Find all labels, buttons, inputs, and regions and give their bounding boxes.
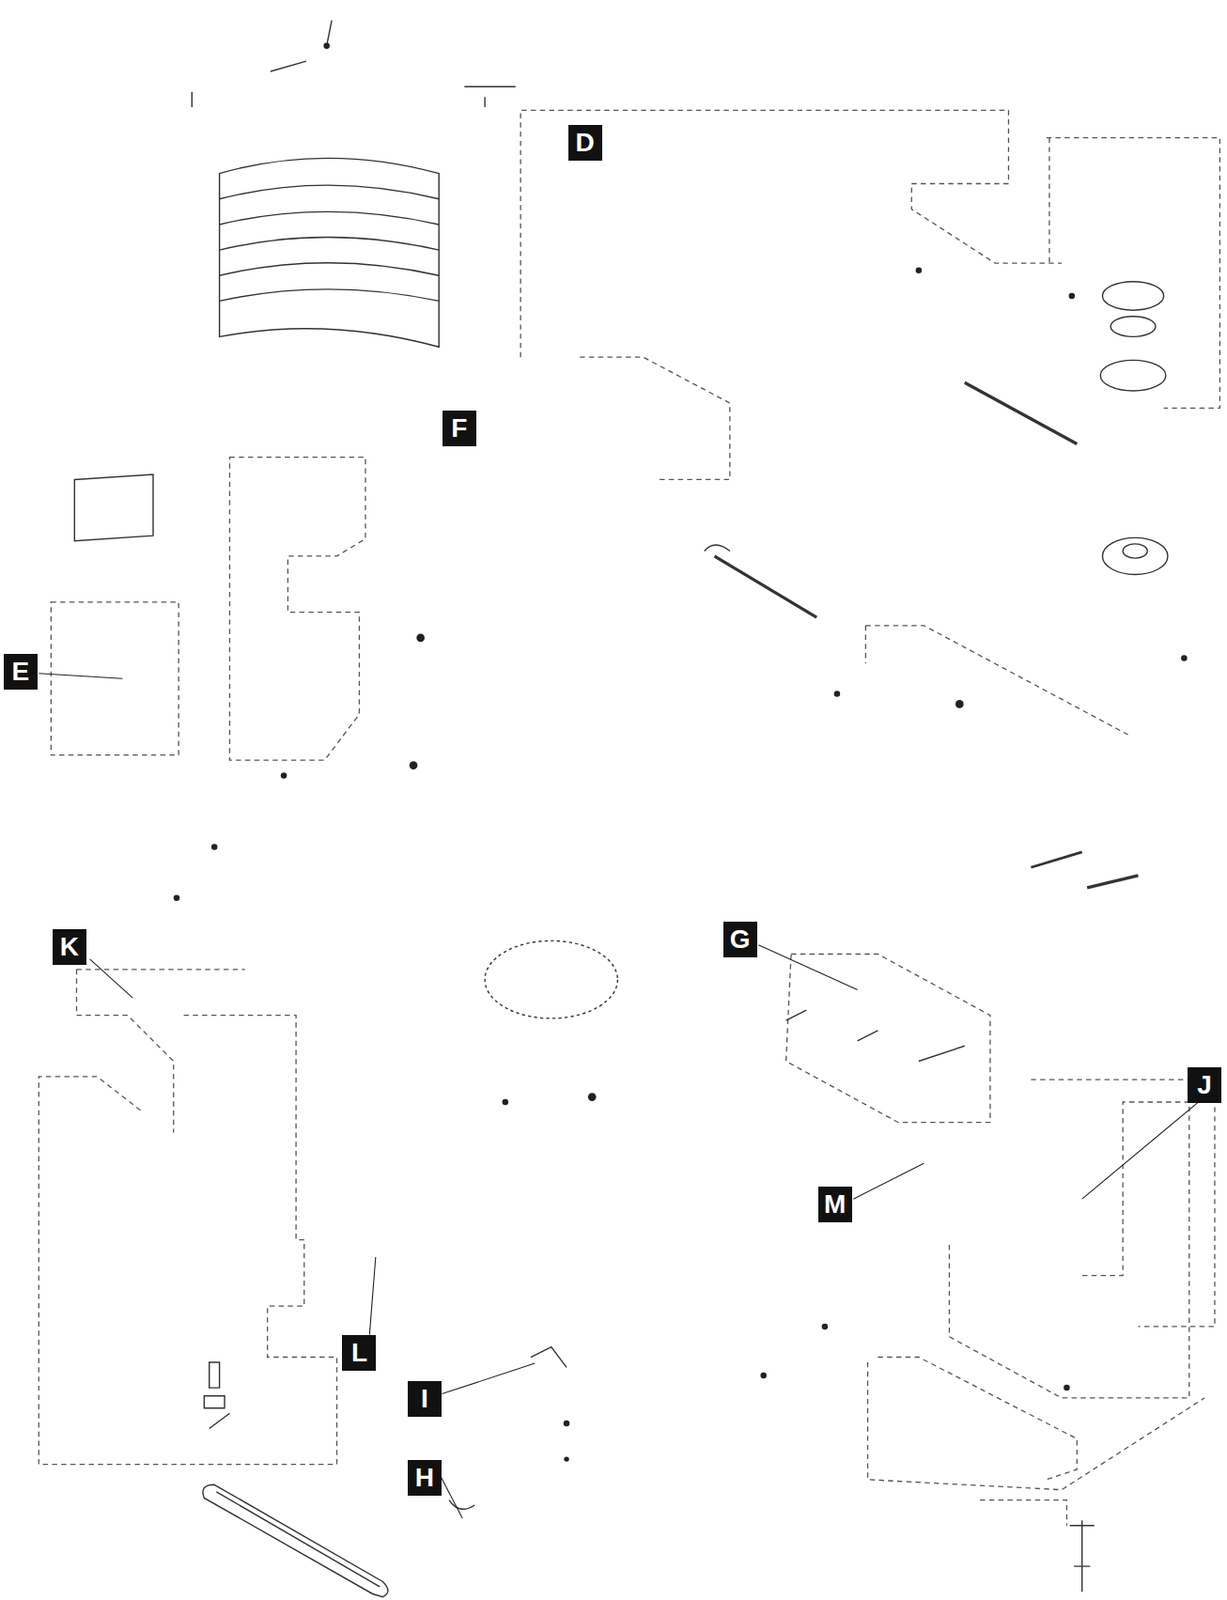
callout-letter-box: F <box>442 410 477 447</box>
callout-letter: E <box>11 658 30 685</box>
callout-letter: H <box>415 1464 435 1492</box>
callout-letter-box: H <box>407 1459 442 1496</box>
callout-letter-box: I <box>407 1381 442 1417</box>
callout-letter: I <box>420 1385 429 1413</box>
callout-letter: F <box>450 415 467 442</box>
callout-letter-box: G <box>723 921 758 958</box>
callout-letter-box: J <box>1187 1067 1222 1103</box>
callout-letter-box: L <box>341 1335 376 1371</box>
callout-letter-box: M <box>818 1186 853 1223</box>
callout-letter: D <box>574 129 594 156</box>
callout-letter-box: K <box>52 929 87 965</box>
callout-letter: L <box>351 1339 368 1367</box>
callout-letter: J <box>1196 1071 1212 1099</box>
callout-letter-box: D <box>568 124 603 161</box>
callout-letter: G <box>729 926 751 953</box>
callout-letter: K <box>60 933 79 961</box>
callout-letter: M <box>823 1191 846 1218</box>
callout-letter-box: E <box>3 653 38 690</box>
